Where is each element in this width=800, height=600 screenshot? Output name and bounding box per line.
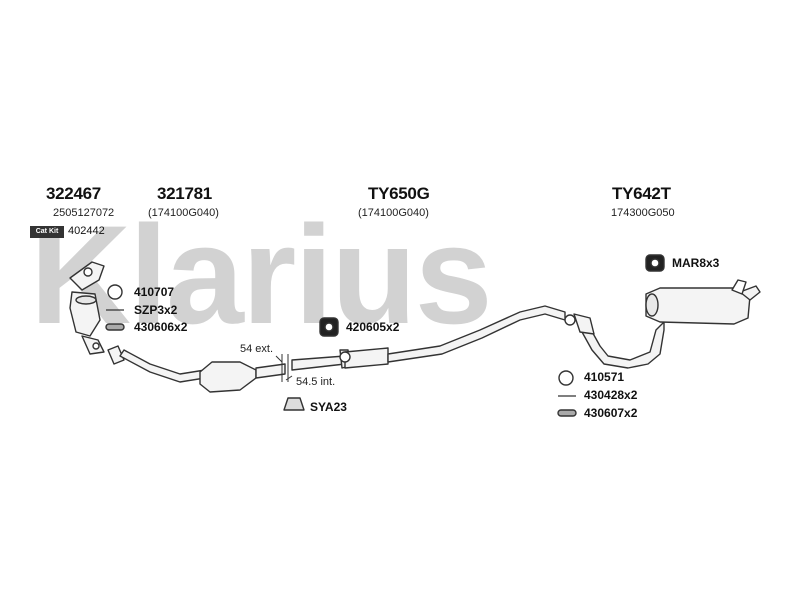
front-pipe-catalyst-part[interactable]	[107, 345, 286, 393]
dimension-label: 54 ext.	[240, 343, 274, 355]
fitting-label[interactable]: SZP3x2	[134, 303, 178, 317]
clamp-ring-icon	[564, 314, 576, 326]
bolt-icon	[557, 409, 577, 417]
fitting-label[interactable]: MAR8x3	[672, 256, 720, 270]
fitting-label[interactable]: 410571	[584, 370, 625, 384]
exhaust-bracket-icon	[283, 397, 305, 411]
part-number[interactable]: TY650G	[368, 184, 430, 203]
dimension-marker	[275, 354, 293, 382]
centre-silencer-part[interactable]	[291, 305, 566, 371]
oe-number: (174100G040)	[148, 207, 219, 219]
manifold-catalyst-part[interactable]	[69, 261, 105, 355]
cat-kit-number[interactable]: 402442	[68, 225, 105, 237]
gasket-ring-icon	[558, 370, 574, 386]
rubber-mount-icon	[319, 317, 339, 337]
oe-number: (174100G040)	[358, 207, 429, 219]
gasket-ring-icon	[107, 284, 123, 300]
part-number[interactable]: TY642T	[612, 184, 671, 203]
brand-watermark: Klarius	[30, 196, 493, 353]
oe-number: 2505127072	[53, 207, 115, 219]
fitting-label[interactable]: 420605x2	[346, 320, 400, 334]
rubber-mount-icon	[645, 254, 665, 272]
part-number[interactable]: 322467	[46, 184, 101, 203]
fitting-label[interactable]: 410707	[134, 285, 175, 299]
fitting-label[interactable]: 430606x2	[134, 320, 188, 334]
bolt-icon	[105, 323, 125, 331]
fitting-label[interactable]: SYA23	[310, 400, 347, 414]
part-number[interactable]: 321781	[157, 184, 212, 203]
fitting-label[interactable]: 430607x2	[584, 406, 638, 420]
clamp-ring-icon	[339, 351, 351, 363]
dimension-label: 54.5 int.	[296, 376, 336, 388]
fitting-label[interactable]: 430428x2	[584, 388, 638, 402]
oe-number: 174300G050	[611, 207, 675, 219]
cat-kit-badge: Cat Kit	[30, 226, 64, 238]
rear-silencer-part[interactable]	[573, 279, 761, 369]
